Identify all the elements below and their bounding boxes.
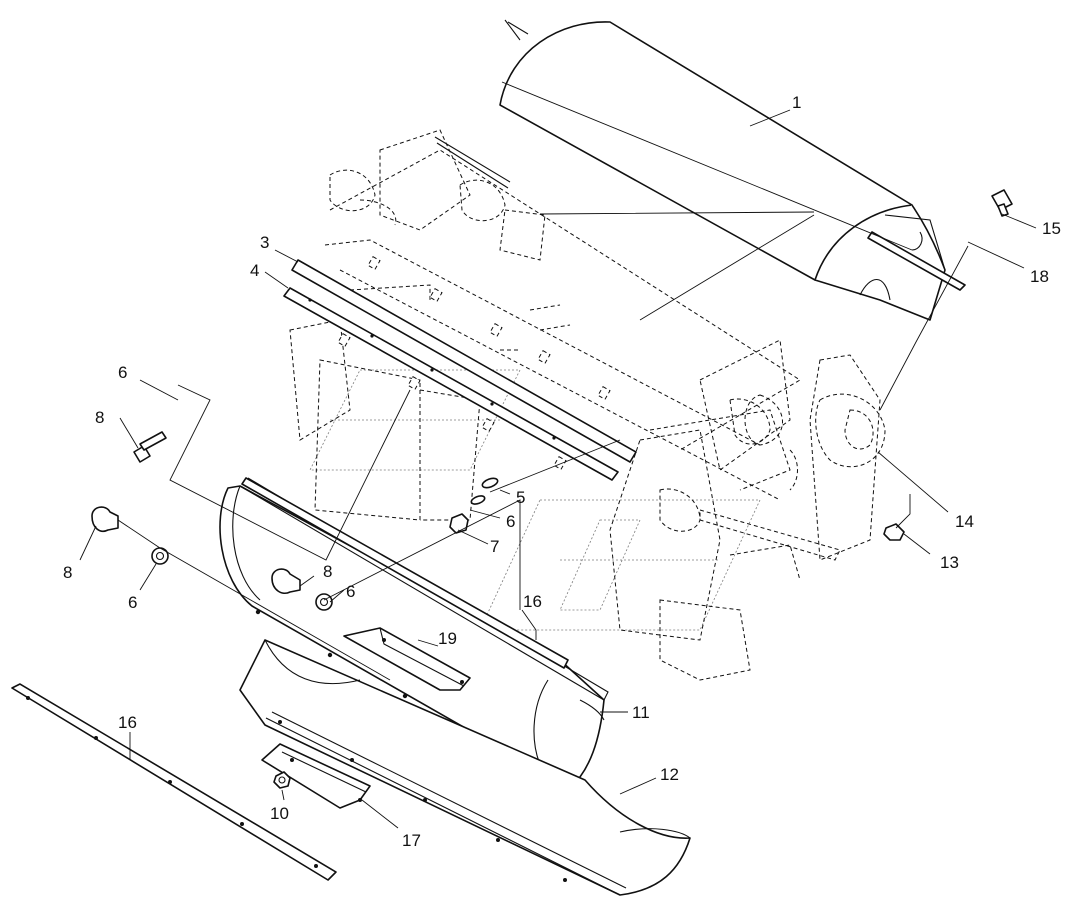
part-16-upper-strip: [241, 477, 569, 669]
callout-12: 12: [660, 765, 679, 784]
callout-8-c: 8: [323, 562, 332, 581]
callout-4: 4: [250, 261, 259, 280]
part-8-bolt-left-upper: [133, 431, 167, 463]
callout-1: 1: [792, 93, 801, 112]
part-17-bracket: [261, 743, 371, 809]
callout-13: 13: [940, 553, 959, 572]
callout-8-a: 8: [95, 408, 104, 427]
callout-labels: 1 3 4 5 6 6 6 6 7 8 8 8 10 11 12 13 14 1…: [63, 93, 1061, 850]
housing-pins: [337, 255, 611, 471]
callout-8-b: 8: [63, 563, 72, 582]
part-10-nut: [273, 771, 291, 789]
callout-5: 5: [516, 488, 525, 507]
part-13-nut: [883, 523, 905, 541]
leader-lines: [79, 81, 1037, 829]
part-6-washer-mid: [470, 495, 486, 505]
part-1-top-cover: [499, 19, 966, 321]
part-15-bolt: [991, 189, 1013, 217]
callout-18: 18: [1030, 267, 1049, 286]
part-8-bolt-center: [271, 568, 301, 594]
part-19-bracket: [343, 627, 471, 691]
housing-frame: [289, 129, 886, 681]
part-18-strip: [434, 136, 511, 189]
part-3-bar: [291, 259, 637, 463]
part-4-bar: [283, 287, 619, 481]
part-5-spring-washer: [481, 477, 499, 489]
callout-16-b: 16: [118, 713, 137, 732]
part-12-bottom-panel: [239, 639, 691, 896]
callout-17: 17: [402, 831, 421, 850]
part-16-lower-strip: [11, 683, 337, 881]
callout-6-d: 6: [346, 582, 355, 601]
callout-16-a: 16: [523, 592, 542, 611]
callout-10: 10: [270, 804, 289, 823]
part-8-bolt-left-lower: [91, 506, 119, 532]
callout-6-b: 6: [506, 512, 515, 531]
part-6-washer-left: [151, 547, 169, 565]
logo-watermark-icon: [309, 369, 761, 631]
callout-15: 15: [1042, 219, 1061, 238]
callout-14: 14: [955, 512, 974, 531]
callout-6-c: 6: [128, 593, 137, 612]
callout-11: 11: [632, 703, 650, 722]
part-7-nut: [449, 513, 469, 534]
callout-19: 19: [438, 629, 457, 648]
callout-6-a: 6: [118, 363, 127, 382]
callout-3: 3: [260, 233, 269, 252]
part-6-washer-center: [315, 593, 333, 611]
callout-7: 7: [490, 537, 499, 556]
